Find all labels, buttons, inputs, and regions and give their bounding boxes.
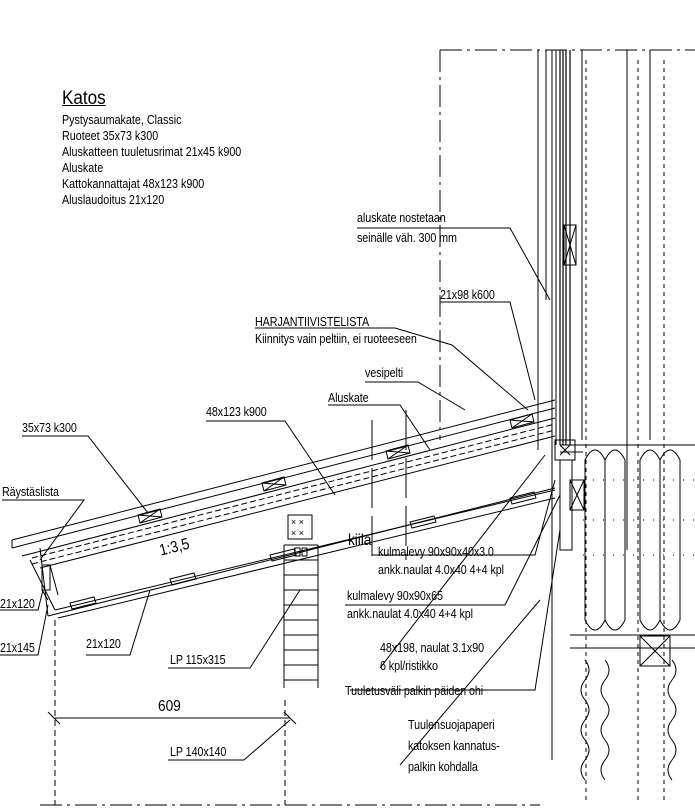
post-plate <box>287 514 313 540</box>
katos-title: Katos <box>62 88 106 109</box>
break-line <box>371 410 407 560</box>
roof-batten-line <box>21 417 556 557</box>
label-35x73: 35x73 k300 <box>22 421 77 435</box>
wall-stud-lines <box>581 50 651 550</box>
label-21x98: 21x98 k600 <box>440 288 495 302</box>
wall-board <box>559 50 571 445</box>
label-lp115: LP 115x315 <box>170 653 226 667</box>
spec-line: Aluskate <box>62 161 104 175</box>
insulation-wave <box>580 659 677 781</box>
spec-line: Ruoteet 35x73 k300 <box>62 129 159 143</box>
wall-horizontal <box>560 444 695 649</box>
spec-line: Aluslaudoitus 21x120 <box>62 193 165 207</box>
sign-plates <box>294 547 308 557</box>
spec-line: Aluskatteen tuuletusrimat 21x45 k900 <box>62 145 242 159</box>
label-21x120-a: 21x120 <box>0 597 35 611</box>
label-21x145: 21x145 <box>0 641 35 655</box>
label-aluskate: Aluskate <box>328 391 369 405</box>
label-kiila: kiila <box>348 532 372 549</box>
bracket <box>554 439 576 551</box>
x-marks-2: × × <box>291 528 304 538</box>
wall-batten <box>563 224 577 266</box>
label-48x123: 48x123 k900 <box>206 405 267 419</box>
dotted-level <box>583 479 695 556</box>
label-palkin: palkin kohdalla <box>408 760 478 774</box>
wall-cladding <box>537 50 557 760</box>
label-609: 609 <box>158 698 181 715</box>
label-vesipelti: vesipelti <box>365 366 404 380</box>
label-kulmalevy-2: kulmalevy 90x90x65 <box>347 589 443 603</box>
label-raystaslista: Räystäslista <box>2 485 59 499</box>
roof-lining <box>54 489 556 619</box>
label-kulmalevy-1: kulmalevy 90x90x40x3.0 <box>378 545 494 559</box>
roof-battens <box>69 413 537 610</box>
spec-line: Pystysaumakate, Classic <box>62 113 182 127</box>
label-katoksen: katoksen kannatus- <box>408 739 500 753</box>
x-marks: × × <box>291 517 304 527</box>
label-tuuletusvali: Tuuletusväli palkin päiden ohi <box>345 684 484 698</box>
wall-batten-3 <box>639 635 671 667</box>
label-kiinnitys: Kiinnitys vain peltiin, ei ruoteeseen <box>255 332 417 346</box>
roof-sheet <box>11 399 556 549</box>
insulation <box>584 449 681 631</box>
spec-line: Kattokannattajat 48x123 k900 <box>62 177 205 191</box>
label-ankk-1: ankk.naulat 4.0x40 4+4 kpl <box>378 563 504 577</box>
wall-inner-dashed <box>585 60 665 800</box>
label-harjantiiviste: HARJANTIIVISTELISTA <box>255 315 370 329</box>
spec-list: Pystysaumakate, Classic Ruoteet 35x73 k3… <box>62 112 241 208</box>
post-115x315 <box>283 544 319 688</box>
label-48x198: 48x198, naulat 3.1x90 <box>380 641 484 655</box>
leaders <box>0 227 561 766</box>
label-21x120-b: 21x120 <box>86 637 121 651</box>
dim-line-609 <box>47 711 297 725</box>
label-ankk-2: ankk.naulat 4.0x40 4+4 kpl <box>347 607 473 621</box>
label-lp140: LP 140x140 <box>170 745 227 759</box>
label-tuulensuoja: Tuulensuojapaperi <box>408 718 495 732</box>
label-6kpl: 6 kpl/ristikko <box>380 659 438 673</box>
label-aluskate-nostetaan: aluskate nostetaan <box>357 211 446 225</box>
label-seinalle: seinälle väh. 300 mm <box>357 231 457 245</box>
